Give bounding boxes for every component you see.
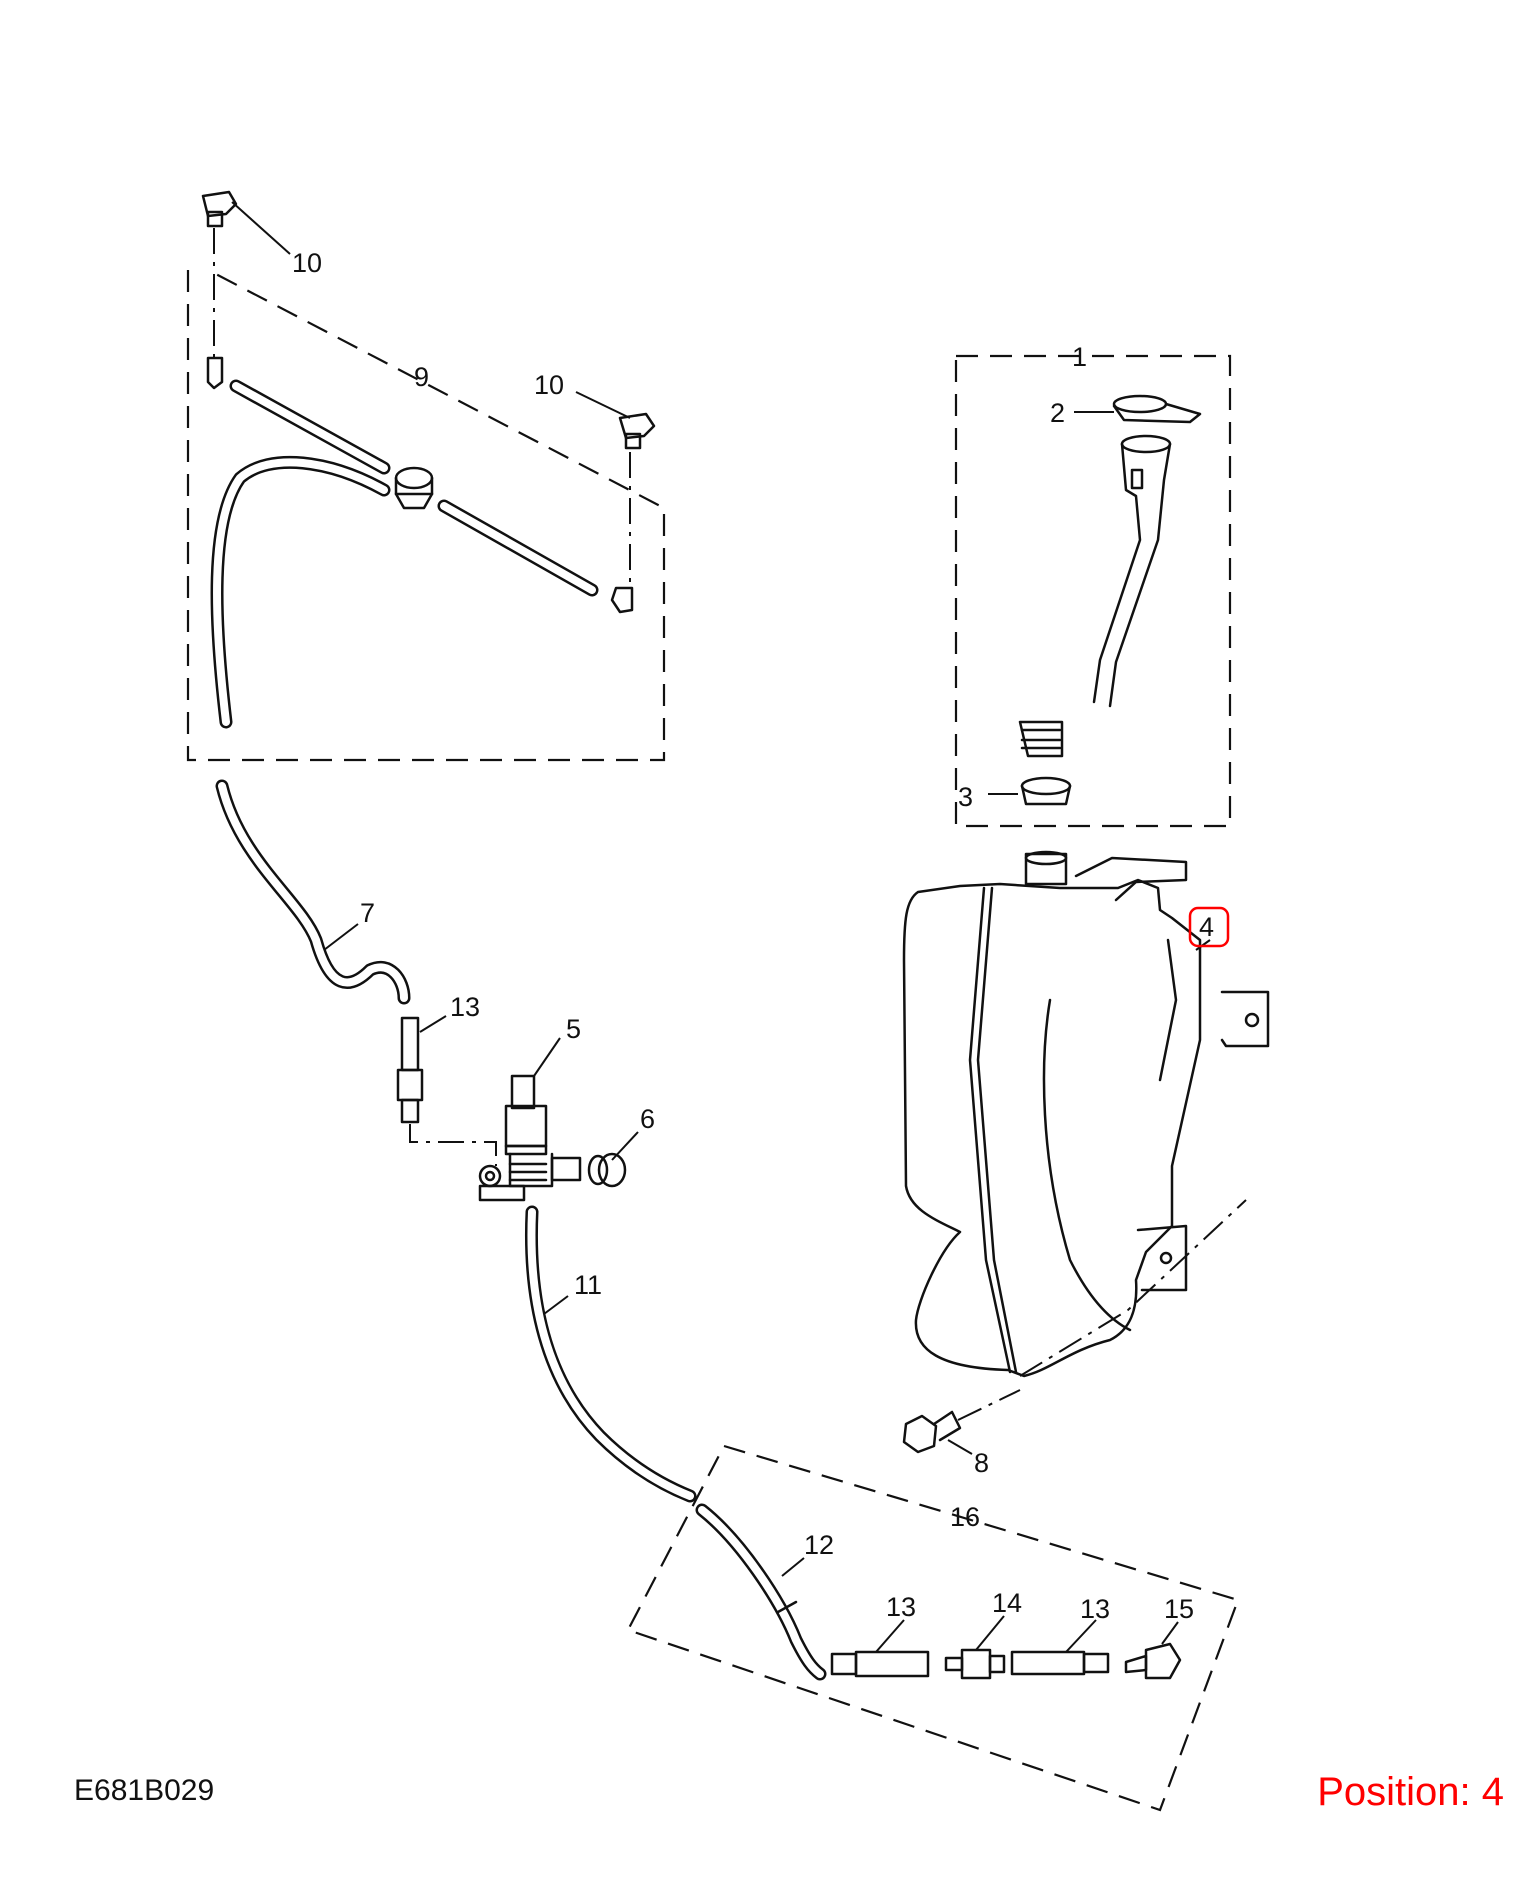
callout-11[interactable]: 11 <box>574 1270 602 1300</box>
callout-10-top[interactable]: 10 <box>292 248 322 278</box>
nozzle-15 <box>1124 1642 1182 1680</box>
washer-pump <box>478 1074 582 1202</box>
washer-jet-right <box>618 412 656 590</box>
callout-13-upper[interactable]: 13 <box>450 992 480 1022</box>
filler-cap-2 <box>1112 394 1202 424</box>
connector-13-lower-right <box>1010 1650 1110 1676</box>
callout-8[interactable]: 8 <box>974 1448 989 1478</box>
callout-15[interactable]: 15 <box>1164 1594 1194 1624</box>
seal-3 <box>1020 776 1072 806</box>
callout-10-right[interactable]: 10 <box>534 370 564 400</box>
position-label: Position: 4 <box>1317 1770 1504 1814</box>
grommet-6 <box>587 1152 627 1188</box>
jet-hose-assembly <box>206 356 634 729</box>
leaders <box>231 201 1211 1653</box>
callout-12[interactable]: 12 <box>804 1530 834 1560</box>
connector-13-upper <box>396 1016 497 1166</box>
filler-neck <box>1018 434 1172 758</box>
callout-14[interactable]: 14 <box>992 1588 1022 1618</box>
callout-2[interactable]: 2 <box>1050 398 1065 428</box>
callout-4[interactable]: 4 <box>1199 912 1214 942</box>
connector-13-lower-left <box>830 1650 930 1678</box>
washer-jet-left <box>201 190 238 360</box>
callout-7[interactable]: 7 <box>360 898 375 928</box>
callout-13-lower-right[interactable]: 13 <box>1080 1594 1110 1624</box>
hose-11 <box>525 1205 697 1503</box>
callout-13-lower-left[interactable]: 13 <box>886 1592 916 1622</box>
callout-9[interactable]: 9 <box>414 362 429 392</box>
group-9-outline <box>186 270 666 762</box>
hose-12 <box>695 1503 827 1681</box>
callout-16[interactable]: 16 <box>950 1502 980 1532</box>
callout-1[interactable]: 1 <box>1072 342 1087 372</box>
washer-reservoir <box>902 850 1270 1378</box>
callout-4-highlight <box>1188 906 1230 948</box>
callout-5[interactable]: 5 <box>566 1014 581 1044</box>
connector-14 <box>944 1648 1006 1680</box>
drawing-code: E681B029 <box>74 1774 215 1807</box>
callout-3[interactable]: 3 <box>958 782 973 812</box>
group-1-outline <box>954 354 1232 828</box>
hose-7 <box>215 779 411 1005</box>
callout-6[interactable]: 6 <box>640 1104 655 1134</box>
group-16-outline <box>626 1444 1240 1812</box>
bolt-8 <box>902 1389 1021 1454</box>
